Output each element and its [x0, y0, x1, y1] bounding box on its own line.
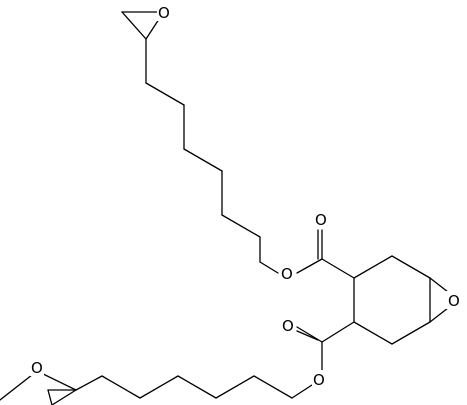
cyclohexane-ring — [353, 255, 431, 345]
lower-alkyl-chain — [75, 375, 313, 399]
upper-ester-group — [296, 229, 355, 279]
ring-epoxide-oxygen-label: O — [448, 292, 460, 310]
atom-labels: O O O O O O O — [30, 3, 462, 389]
epoxide-top-oxygen-label: O — [158, 4, 170, 22]
upper-alkyl-chain — [145, 38, 279, 274]
lower-carbonyl-oxygen-label: O — [282, 317, 294, 335]
lower-ester-group — [296, 321, 355, 371]
fused-epoxide — [429, 277, 449, 323]
top-epoxide-ring — [121, 11, 164, 40]
upper-carbonyl-oxygen-label: O — [315, 211, 327, 229]
epoxide-bottom-oxygen-label: O — [31, 359, 43, 377]
lower-ether-oxygen-label: O — [313, 371, 325, 389]
upper-ether-oxygen-label: O — [281, 265, 293, 283]
